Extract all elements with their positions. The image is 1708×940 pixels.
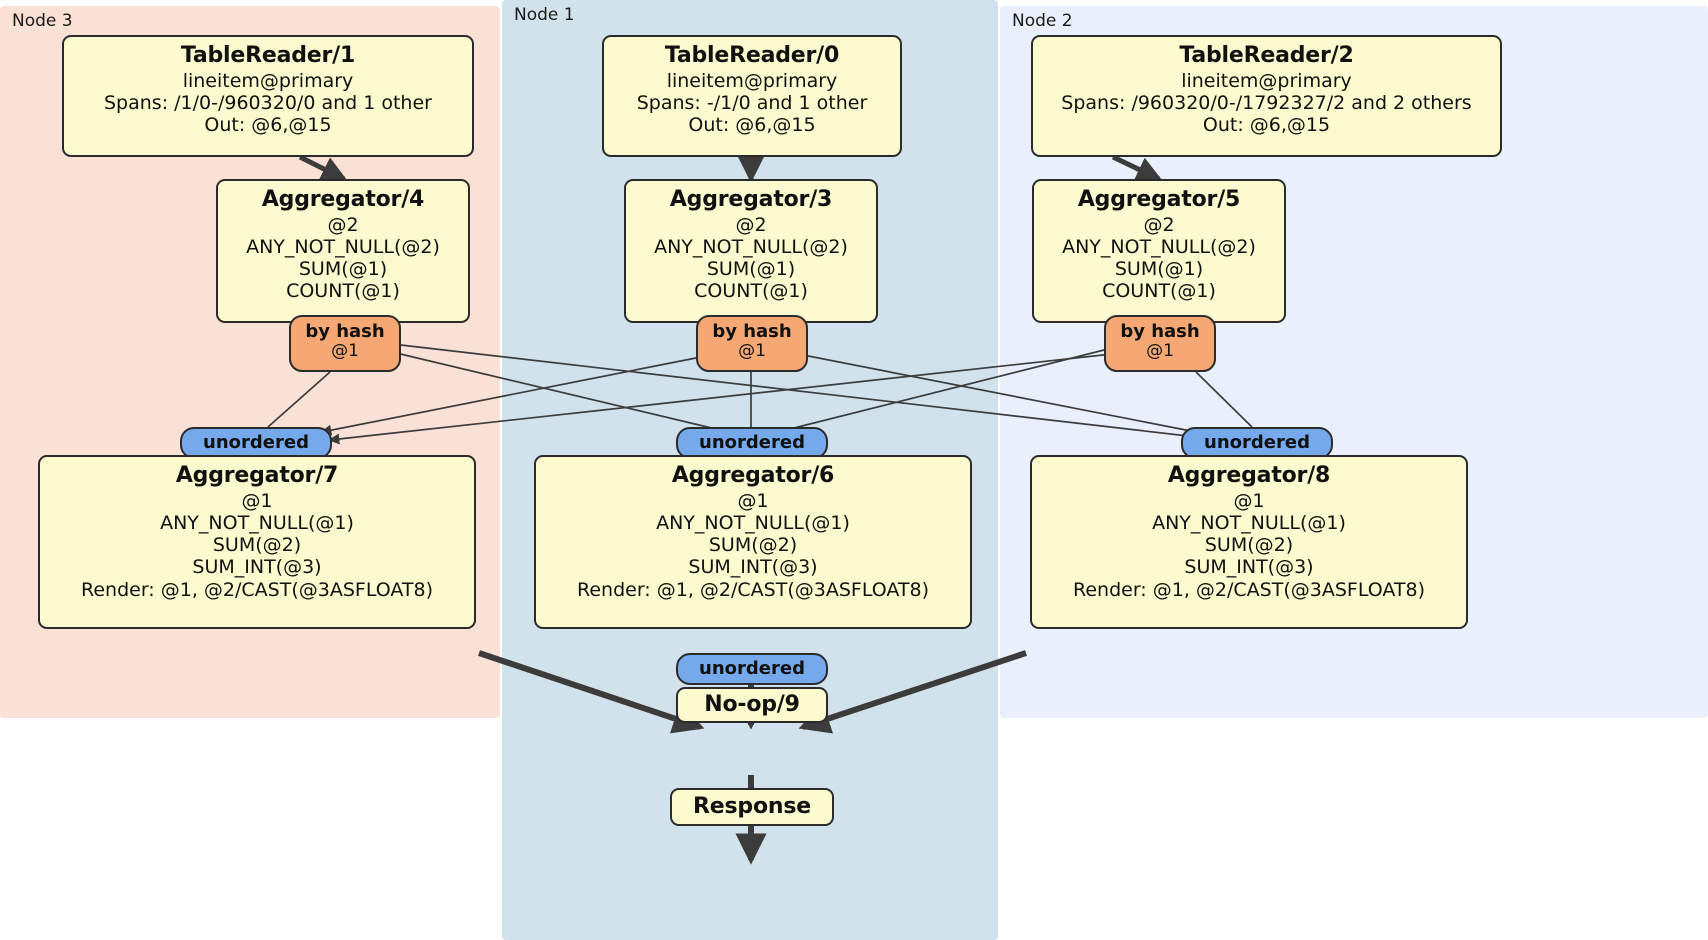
processor-detail-line: lineitem@primary [666,69,838,92]
processor-detail-line: ANY_NOT_NULL(@1) [160,511,354,534]
processor-title: Response [693,794,811,820]
router-column-label: @1 [1146,340,1174,361]
processor-detail-line: lineitem@primary [182,69,354,92]
output-router-by-hash-right[interactable]: by hash @1 [1104,315,1216,372]
processor-aggregator-4[interactable]: Aggregator/4 @2 ANY_NOT_NULL(@2) SUM(@1)… [216,179,470,323]
processor-title: TableReader/2 [1179,43,1354,68]
router-column-label: @1 [738,340,766,361]
processor-aggregator-7[interactable]: Aggregator/7 @1 ANY_NOT_NULL(@1) SUM(@2)… [38,455,476,629]
processor-detail-line: @2 [735,213,767,236]
synchronizer-unordered-left[interactable]: unordered [180,427,332,459]
processor-detail-line: ANY_NOT_NULL(@1) [656,511,850,534]
processor-detail-line: SUM_INT(@3) [688,556,818,579]
processor-detail-line: lineitem@primary [1181,69,1352,92]
router-type-label: by hash [305,321,385,342]
processor-detail-line: @1 [737,489,769,512]
processor-detail-line: Render: @1, @2/CAST(@3ASFLOAT8) [577,578,929,601]
processor-tablereader-1[interactable]: TableReader/1 lineitem@primary Spans: /1… [62,35,474,157]
router-column-label: @1 [331,340,359,361]
processor-detail-line: @1 [1233,489,1265,512]
synchronizer-unordered-final[interactable]: unordered [676,653,828,685]
processor-detail-line: SUM(@1) [706,258,796,281]
processor-detail-line: Render: @1, @2/CAST(@3ASFLOAT8) [1073,578,1425,601]
processor-tablereader-2[interactable]: TableReader/2 lineitem@primary Spans: /9… [1031,35,1502,157]
processor-aggregator-6[interactable]: Aggregator/6 @1 ANY_NOT_NULL(@1) SUM(@2)… [534,455,972,629]
processor-detail-line: @1 [241,489,273,512]
processor-title: Aggregator/6 [671,463,835,488]
processor-tablereader-0[interactable]: TableReader/0 lineitem@primary Spans: -/… [602,35,902,157]
processor-noop-9[interactable]: No-op/9 [676,687,828,723]
processor-detail-line: Spans: /960320/0-/1792327/2 and 2 others [1061,91,1472,114]
processor-detail-line: Render: @1, @2/CAST(@3ASFLOAT8) [81,578,433,601]
processor-aggregator-8[interactable]: Aggregator/8 @1 ANY_NOT_NULL(@1) SUM(@2)… [1030,455,1468,629]
processor-detail-line: ANY_NOT_NULL(@1) [1152,511,1346,534]
processor-detail-line: Out: @6,@15 [1202,114,1331,137]
output-router-by-hash-left[interactable]: by hash @1 [289,315,401,372]
processor-aggregator-3[interactable]: Aggregator/3 @2 ANY_NOT_NULL(@2) SUM(@1)… [624,179,878,323]
synchronizer-label: unordered [1204,432,1310,454]
processor-title: No-op/9 [704,692,800,718]
node-label-node1: Node 1 [514,5,575,25]
output-router-by-hash-middle[interactable]: by hash @1 [696,315,808,372]
processor-detail-line: SUM(@2) [212,534,302,557]
processor-detail-line: @2 [1143,213,1175,236]
processor-detail-line: Spans: /1/0-/960320/0 and 1 other [104,91,432,114]
processor-detail-line: COUNT(@1) [286,280,400,303]
processor-title: Aggregator/3 [669,187,833,212]
processor-title: Aggregator/8 [1167,463,1331,488]
processor-detail-line: ANY_NOT_NULL(@2) [654,235,848,258]
processor-detail-line: SUM(@2) [708,534,798,557]
processor-aggregator-5[interactable]: Aggregator/5 @2 ANY_NOT_NULL(@2) SUM(@1)… [1032,179,1286,323]
processor-title: TableReader/1 [180,43,356,68]
processor-detail-line: SUM(@1) [298,258,388,281]
processor-detail-line: SUM_INT(@3) [192,556,322,579]
processor-title: Aggregator/5 [1077,187,1241,212]
processor-detail-line: SUM(@2) [1204,534,1294,557]
synchronizer-unordered-middle[interactable]: unordered [676,427,828,459]
processor-detail-line: Out: @6,@15 [688,114,816,137]
processor-detail-line: ANY_NOT_NULL(@2) [246,235,440,258]
processor-detail-line: Spans: -/1/0 and 1 other [636,91,868,114]
synchronizer-label: unordered [203,432,309,454]
router-type-label: by hash [712,321,792,342]
node-label-node2: Node 2 [1012,11,1073,31]
processor-response[interactable]: Response [670,788,834,826]
processor-detail-line: COUNT(@1) [694,280,808,303]
processor-detail-line: SUM(@1) [1114,258,1204,281]
processor-detail-line: SUM_INT(@3) [1184,556,1314,579]
synchronizer-label: unordered [699,658,805,680]
processor-title: Aggregator/7 [175,463,339,488]
node-label-node3: Node 3 [12,11,73,31]
processor-detail-line: Out: @6,@15 [204,114,332,137]
processor-detail-line: ANY_NOT_NULL(@2) [1062,235,1256,258]
router-type-label: by hash [1120,321,1200,342]
processor-detail-line: COUNT(@1) [1102,280,1216,303]
processor-detail-line: @2 [327,213,359,236]
processor-title: Aggregator/4 [261,187,425,212]
synchronizer-label: unordered [699,432,805,454]
processor-title: TableReader/0 [664,43,840,68]
